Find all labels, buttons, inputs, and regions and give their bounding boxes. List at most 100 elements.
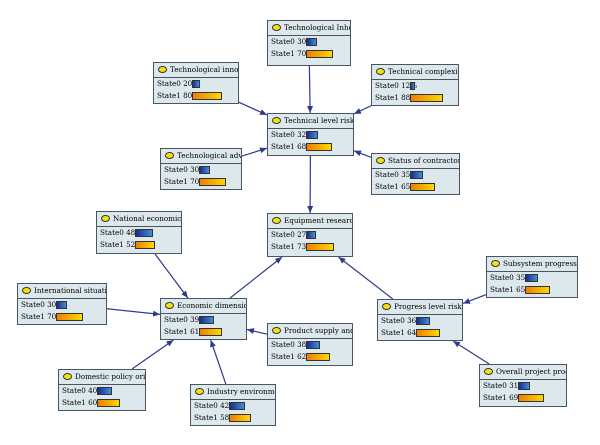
- state0-label: State0 30%: [21, 300, 64, 309]
- state0-bar: [410, 171, 423, 179]
- state0-label: State0 38%: [271, 340, 314, 349]
- state1-row: State1 65%: [372, 181, 459, 193]
- state0-label: State0 48%: [100, 228, 143, 237]
- node-domestic-policy[interactable]: Domestic policy orie... State0 40% State…: [58, 369, 146, 411]
- state1-bar: [410, 94, 443, 102]
- node-title: Industry environment: [207, 387, 275, 396]
- state0-bar: [56, 301, 67, 309]
- state0-label: State0 20%: [157, 79, 200, 88]
- node-technological-inheritance[interactable]: Technological Inheri... State0 30% State…: [267, 20, 351, 66]
- node-title: Subsystem progress: [503, 259, 577, 268]
- state1-bar: [416, 329, 440, 337]
- state1-row: State1 88%: [372, 92, 458, 104]
- state1-label: State1 88%: [375, 93, 418, 102]
- state0-row: State0 20%: [154, 78, 238, 90]
- node-overall-project-progress[interactable]: Overall project prog... State0 31% State…: [479, 364, 567, 407]
- state1-row: State1 70%: [18, 311, 106, 323]
- state0-bar: [229, 402, 245, 410]
- state0-row: State0 32%: [268, 129, 353, 141]
- node-title: Progress level risk: [394, 302, 462, 311]
- node-equipment-research[interactable]: Equipment research... State0 27% State1 …: [267, 213, 353, 257]
- node-status-dot-icon: [491, 260, 500, 267]
- node-status-dot-icon: [376, 68, 385, 75]
- node-technological-innovation[interactable]: Technological innov... State0 20% State1…: [153, 62, 239, 104]
- state0-label: State0 27%: [271, 230, 314, 239]
- node-product-supply[interactable]: Product supply and ... State0 38% State1…: [267, 323, 353, 366]
- state0-row: State0 35%: [487, 272, 577, 284]
- node-status-dot-icon: [63, 373, 72, 380]
- node-status-dot-icon: [195, 388, 204, 395]
- state0-row: State0 40%: [59, 385, 145, 397]
- state1-bar: [306, 243, 334, 251]
- state0-bar: [518, 382, 530, 390]
- state1-row: State1 69%: [480, 392, 566, 404]
- state1-label: State1 80%: [157, 91, 200, 100]
- node-economic-dimension[interactable]: Economic dimension... State0 39% State1 …: [160, 298, 247, 340]
- edge-econ_dim-to-equipment: [229, 256, 283, 299]
- node-status-dot-icon: [272, 24, 281, 31]
- state1-label: State1 64%: [381, 328, 424, 337]
- state0-bar: [306, 38, 317, 46]
- state0-bar: [416, 317, 430, 325]
- state0-row: State0 42%: [191, 400, 275, 412]
- edge-overall-to-progress: [452, 340, 490, 365]
- node-title: Technological adva...: [177, 151, 241, 160]
- node-international-situation[interactable]: International situation State0 30% State…: [17, 283, 107, 325]
- state1-bar: [306, 353, 330, 361]
- state1-bar: [306, 50, 333, 58]
- node-progress-level-risk[interactable]: Progress level risk State0 36% State1 64…: [377, 299, 463, 341]
- state1-row: State1 61%: [161, 326, 246, 338]
- state0-row: State0 30%: [161, 164, 241, 176]
- state1-row: State1 70%: [161, 176, 241, 188]
- state0-bar: [192, 80, 200, 88]
- edge-tech_complex-to-tech_level: [353, 105, 372, 115]
- state1-row: State1 65%: [487, 284, 577, 296]
- state1-label: State1 73%: [271, 242, 314, 251]
- state1-row: State1 52%: [97, 239, 181, 251]
- edge-tech_inheri-to-tech_level: [307, 65, 314, 114]
- state1-label: State1 62%: [271, 352, 314, 361]
- node-technical-level-risk[interactable]: Technical level risk State0 32% State1 6…: [267, 113, 354, 156]
- state0-bar: [525, 274, 538, 282]
- node-title: Status of contractors: [388, 156, 459, 165]
- state1-bar: [525, 286, 550, 294]
- node-technical-complexity[interactable]: Technical complexity State0 12% State1 8…: [371, 64, 459, 106]
- state0-bar: [306, 341, 320, 349]
- state0-label: State0 40%: [62, 386, 105, 395]
- state1-row: State1 58%: [191, 412, 275, 424]
- edge-tech_adva-to-tech_level: [241, 147, 268, 157]
- edge-domestic-to-econ_dim: [131, 339, 174, 370]
- node-status-dot-icon: [272, 217, 281, 224]
- state0-bar: [306, 231, 316, 239]
- state0-label: State0 30%: [164, 165, 207, 174]
- node-title: Overall project prog...: [496, 367, 566, 376]
- state1-label: State1 65%: [490, 285, 533, 294]
- state0-row: State0 12%: [372, 80, 458, 92]
- node-status-dot-icon: [101, 215, 110, 222]
- state1-bar: [56, 313, 83, 321]
- state0-label: State0 31%: [483, 381, 526, 390]
- node-subsystem-progress[interactable]: Subsystem progress State0 35% State1 65%: [486, 256, 578, 298]
- state0-label: State0 30%: [271, 37, 314, 46]
- state1-bar: [135, 241, 155, 249]
- state0-label: State0 39%: [164, 315, 207, 324]
- node-status-of-contractors[interactable]: Status of contractors State0 35% State1 …: [371, 153, 460, 195]
- node-national-economic[interactable]: National economic s... State0 48% State1…: [96, 211, 182, 254]
- state1-bar: [229, 414, 251, 422]
- node-industry-environment[interactable]: Industry environment State0 42% State1 5…: [190, 384, 276, 426]
- state0-bar: [97, 387, 112, 395]
- node-title: Technical complexity: [388, 67, 458, 76]
- node-status-dot-icon: [165, 152, 174, 159]
- state0-bar: [135, 229, 153, 237]
- node-technological-advancement[interactable]: Technological adva... State0 30% State1 …: [160, 148, 242, 190]
- state0-bar: [306, 131, 318, 139]
- edge-industry-to-econ_dim: [210, 339, 227, 385]
- state1-bar: [192, 92, 222, 100]
- edge-subsystem-to-progress: [462, 294, 487, 305]
- state1-row: State1 68%: [268, 141, 353, 153]
- edge-intl-to-econ_dim: [106, 308, 161, 317]
- node-title: Economic dimension...: [177, 301, 246, 310]
- state1-label: State1 65%: [375, 182, 418, 191]
